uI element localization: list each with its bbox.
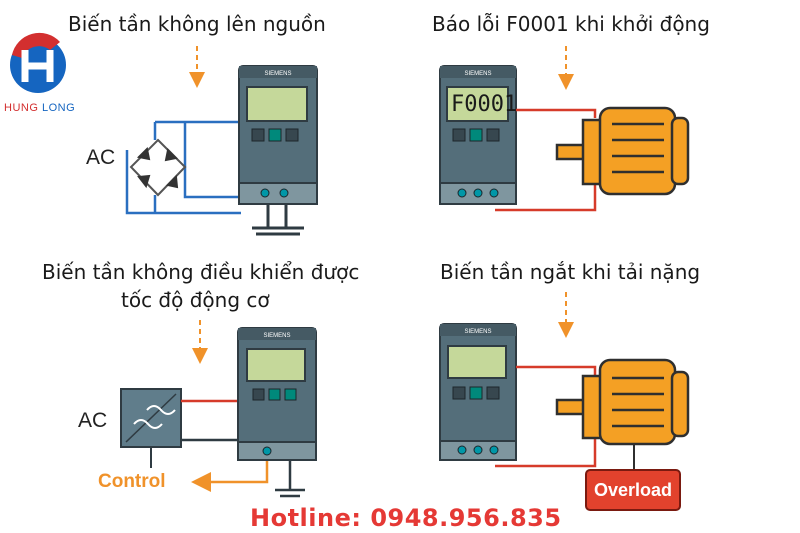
brand-name: HUNG LONG (4, 102, 75, 114)
inverter-unit: SIEMENS (238, 65, 318, 205)
title-heavy-load-trip: Biến tần ngắt khi tải nặng (440, 260, 701, 284)
title-no-power: Biến tần không lên nguồn (68, 12, 326, 36)
ac-label-1: AC (86, 146, 116, 169)
svg-text:SIEMENS: SIEMENS (263, 333, 290, 339)
brand-name-part2: LONG (41, 102, 76, 114)
motor-icon (555, 358, 690, 446)
logo (10, 32, 66, 93)
title-f0001: Báo lỗi F0001 khi khởi động (432, 12, 710, 36)
svg-text:SIEMENS: SIEMENS (464, 71, 491, 77)
overload-label: Overload (594, 480, 673, 500)
ground-icon (275, 460, 305, 498)
ground-stand (252, 204, 304, 236)
motor-icon (555, 106, 690, 196)
panel-f0001: SIEMENS (439, 46, 690, 212)
title-no-speed-control-2: tốc độ động cơ (121, 288, 270, 312)
error-display: F0001 (451, 92, 518, 117)
bridge-rectifier (125, 120, 241, 215)
hotline-text: Hotline: 0948.956.835 (250, 504, 562, 532)
svg-text:SIEMENS: SIEMENS (464, 329, 491, 335)
control-label: Control (98, 471, 166, 492)
brand-name-part1: HUNG (4, 102, 39, 114)
title-no-speed-control-1: Biến tần không điều khiển được (42, 260, 360, 284)
svg-text:SIEMENS: SIEMENS (264, 71, 291, 77)
panel-heavy-load-trip: SIEMENS (439, 292, 690, 511)
ac-label-2: AC (78, 409, 108, 432)
ac-dc-converter (120, 388, 182, 448)
overload-box (585, 469, 681, 511)
inverter-unit: SIEMENS (237, 327, 317, 461)
panel-no-speed-control: SIEMENS (120, 320, 317, 498)
panel-no-power: SIEMENS (125, 46, 318, 236)
diode-bridge (129, 138, 187, 197)
inverter-unit: SIEMENS (439, 323, 517, 461)
inverter-unit: SIEMENS (439, 65, 517, 205)
